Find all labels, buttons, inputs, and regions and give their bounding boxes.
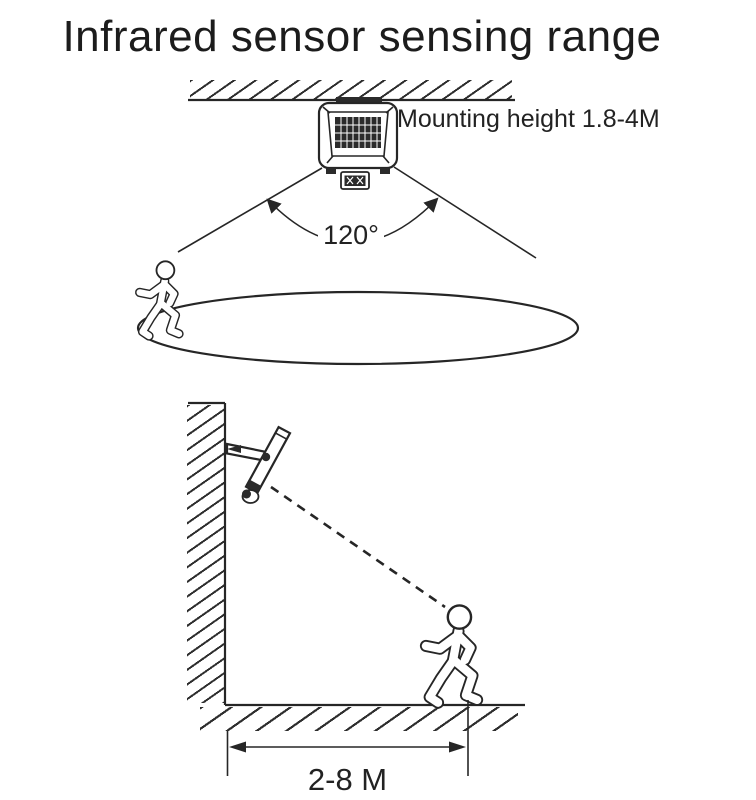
pir-sensor-window (344, 175, 366, 186)
walking-person-top (140, 260, 179, 336)
bracket-pivot (261, 452, 271, 462)
dimension-arrow-right (449, 741, 466, 753)
distance-dimension (226, 700, 469, 776)
mounting-height-label: Mounting height 1.8-4M (397, 105, 660, 133)
lamp-head-band (246, 479, 262, 493)
beam-angle-label: 120° (318, 220, 384, 251)
person-head (446, 604, 473, 630)
bracket-wall-wedge (227, 445, 241, 453)
wall-hatch (187, 405, 224, 703)
ceiling-mount-bar (336, 97, 382, 104)
fov-line-right (393, 166, 537, 259)
detection-area-ellipse (136, 290, 580, 366)
floodlight-front (317, 97, 399, 190)
floodlight-foot-right (380, 168, 390, 174)
dimension-arrow-left (229, 741, 246, 753)
detection-beam-dashed (270, 485, 446, 609)
walking-person-bottom (426, 604, 477, 702)
pir-sensor-cap (242, 489, 251, 499)
fov-line-left (177, 167, 323, 253)
floodlight-side (225, 425, 292, 504)
led-panel-grid (335, 117, 381, 148)
floodlight-foot-left (326, 168, 336, 174)
floor-hatch (200, 707, 518, 731)
page-title: Infrared sensor sensing range (62, 12, 662, 61)
person-head (155, 260, 176, 281)
floodlight-end-cap (275, 432, 287, 440)
ceiling-hatch (190, 80, 512, 99)
pir-lens-pattern (346, 176, 364, 185)
bezel-corner-lines (322, 106, 394, 164)
distance-label: 2-8 M (307, 762, 388, 797)
